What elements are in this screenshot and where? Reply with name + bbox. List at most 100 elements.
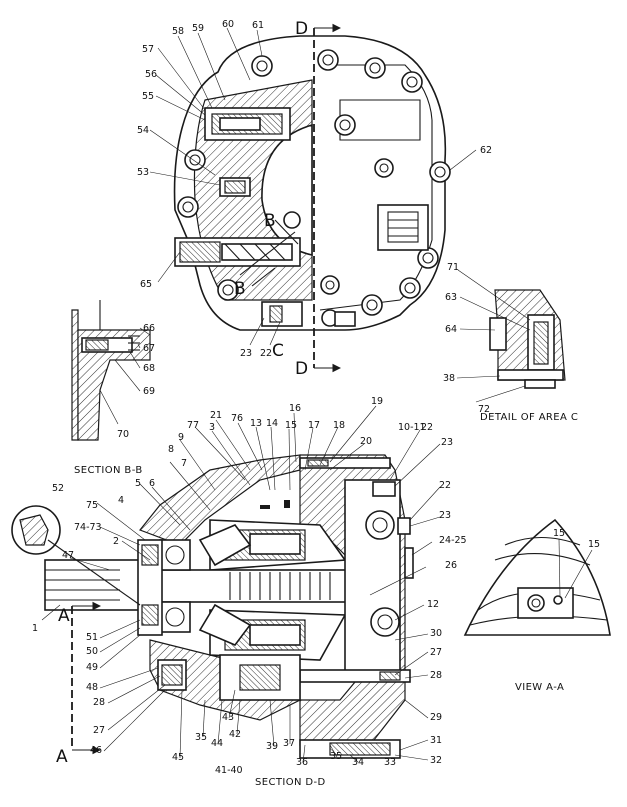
callout-15: 15 [285,420,297,431]
callout-23-a: 23 [441,437,453,448]
callout-30: 30 [430,628,442,639]
callout-22-a: 22 [421,422,433,433]
callout-70: 70 [117,429,129,440]
callout-43: 43 [222,712,234,723]
callout-55: 55 [142,91,154,102]
callout-44: 44 [211,738,223,749]
callout-1: 1 [32,623,38,634]
callout-53: 53 [137,167,149,178]
detail-circle-52 [11,505,141,606]
caption-section-dd: SECTION D-D [255,777,326,788]
callout-14: 14 [266,418,278,429]
callout-67: 67 [143,343,155,354]
callout-18: 18 [333,420,345,431]
top-view-housing [173,35,451,331]
callout-20: 20 [360,436,372,447]
callout-51: 51 [86,632,98,643]
callout-57: 57 [142,44,154,55]
section-line-bb [239,231,296,276]
detail-area-c [489,289,566,389]
callout-22-b: 22 [439,480,451,491]
callout-56: 56 [145,69,157,80]
section-arrow-b-upper [274,219,299,245]
callout-7: 7 [181,458,187,469]
caption-detail-area-c: DETAIL OF AREA C [480,412,578,423]
section-letter-c: C [272,341,284,361]
callout-50: 50 [86,646,98,657]
callout-72: 72 [478,404,490,415]
callout-4: 4 [118,495,124,506]
callout-62: 62 [480,145,492,156]
section-dd-view [44,454,414,759]
callout-64: 64 [445,324,457,335]
callout-37: 37 [283,738,295,749]
section-letter-a-lower: A [56,747,68,767]
callout-33: 33 [384,757,396,768]
callout-35-a: 35 [195,732,207,743]
callout-21: 21 [210,410,222,421]
callout-66: 66 [143,323,155,334]
callout-35-b: 35 [330,751,342,762]
callout-2: 2 [113,536,119,547]
callout-68: 68 [143,363,155,374]
callout-28-b: 28 [430,670,442,681]
callout-47: 47 [62,550,74,561]
callout-41-40: 41-40 [215,765,243,776]
callout-23-b: 23 [439,510,451,521]
callout-46: 46 [90,745,102,756]
callout-27-a: 27 [93,725,105,736]
callout-13: 13 [250,418,262,429]
callout-15-view-b: 15 [588,539,600,550]
callout-3: 3 [209,422,215,433]
leader-lines [41,27,593,764]
section-letter-b-upper: B [264,211,276,231]
callout-58: 58 [172,26,184,37]
view-aa-markers [71,601,102,755]
callout-42: 42 [229,729,241,740]
callout-39: 39 [266,741,278,752]
callout-65: 65 [140,279,152,290]
callout-75: 75 [86,500,98,511]
section-letter-d-bottom: D [295,359,308,379]
callout-48: 48 [86,682,98,693]
section-letter-a-upper: A [58,606,70,626]
callout-19: 19 [371,396,383,407]
caption-view-aa: VIEW A-A [515,682,564,693]
callout-36: 36 [296,757,308,768]
callout-54: 54 [137,125,149,136]
callout-49: 49 [86,662,98,673]
callout-76: 76 [231,413,243,424]
callout-16: 16 [289,403,301,414]
callout-63: 63 [445,292,457,303]
callout-24-25: 24-25 [439,535,467,546]
callout-31: 31 [430,735,442,746]
callout-52: 52 [52,483,64,494]
callout-12: 12 [427,599,439,610]
callout-28-a: 28 [93,697,105,708]
section-letter-b-lower: B [234,279,246,299]
callout-17: 17 [308,420,320,431]
callout-61: 61 [252,20,264,31]
callout-15-view-a: 15 [553,528,565,539]
section-letter-d-top: D [295,19,308,39]
view-aa [463,518,611,636]
callout-10-11: 10-11 [398,422,426,433]
callout-6: 6 [149,478,155,489]
callout-numbers: 58 59 60 61 57 56 55 54 53 62 65 66 67 6… [32,19,600,776]
callout-69: 69 [143,386,155,397]
callout-8: 8 [168,444,174,455]
callout-34: 34 [352,757,364,768]
callout-26: 26 [445,560,457,571]
section-arrow-b-lower [251,267,276,287]
callout-29: 29 [430,712,442,723]
callout-23-top: 23 [240,348,252,359]
callout-9: 9 [178,432,184,443]
callout-32: 32 [430,755,442,766]
callout-22-top: 22 [260,348,272,359]
callout-5: 5 [135,478,141,489]
caption-section-bb: SECTION B-B [74,465,143,476]
callout-45: 45 [172,752,184,763]
section-bb-view [71,300,151,441]
